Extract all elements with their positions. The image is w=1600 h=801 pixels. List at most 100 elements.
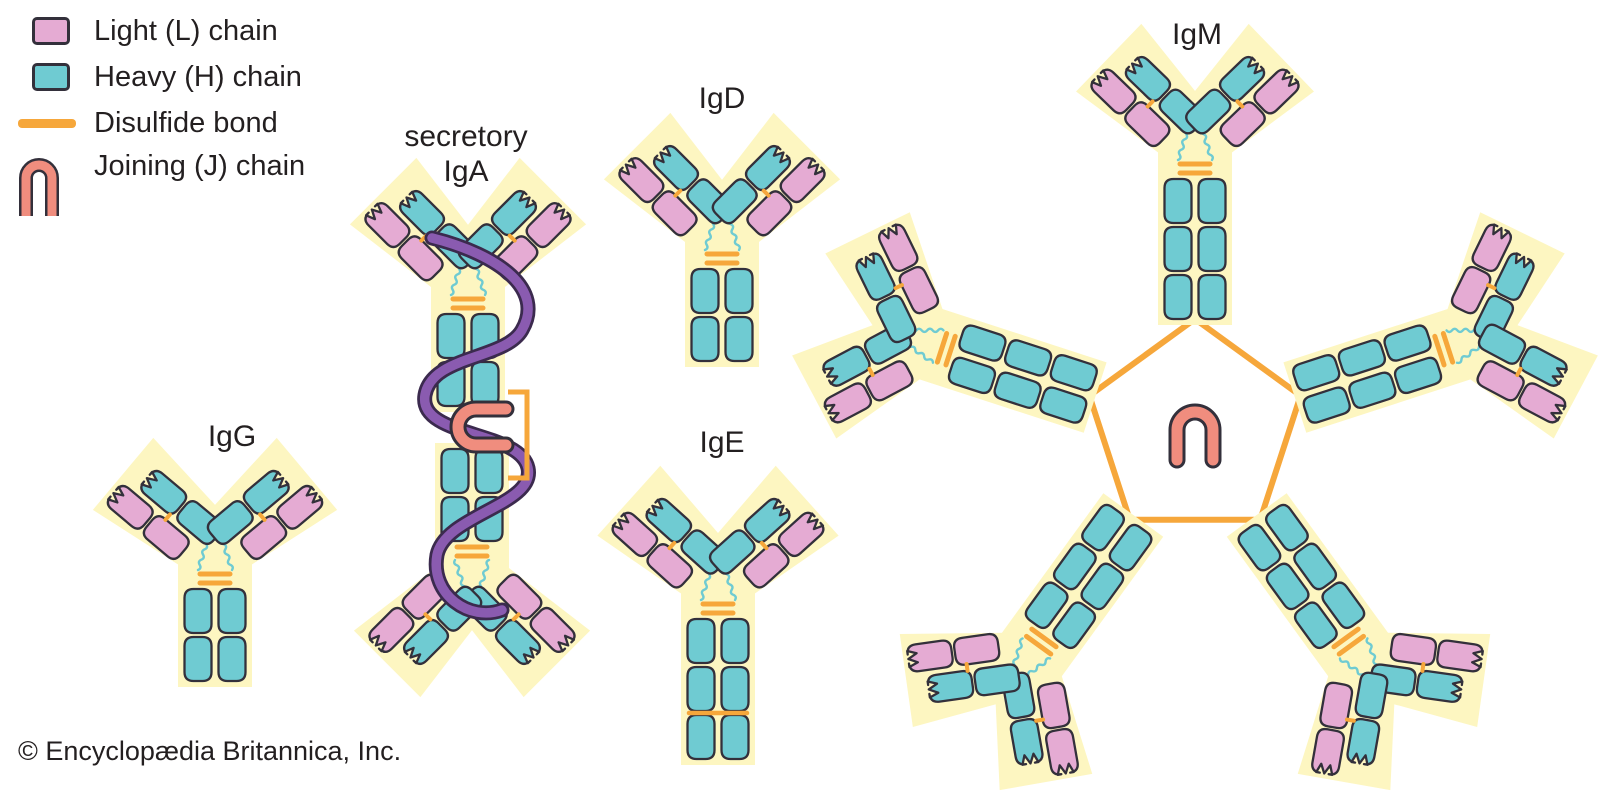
heavy-chain-domain [1052, 601, 1097, 650]
heavy-chain-domain [1081, 503, 1125, 552]
igm-ring-disulfide-bonds [1086, 316, 1304, 523]
j-chain [449, 400, 515, 454]
light-chain-domain [611, 511, 659, 558]
heavy-chain-domain [1346, 717, 1381, 766]
legend: Light (L) chain Heavy (H) chain Disulfid… [16, 12, 305, 230]
heavy-chain-domain [645, 497, 693, 544]
heavy-chain-domain [398, 190, 446, 237]
heavy-chain-domain [690, 267, 720, 315]
heavy-chain-domain [855, 252, 896, 301]
heavy-chain-domain [1354, 671, 1389, 720]
light-chain-swatch-icon [32, 17, 70, 45]
legend-label-heavy-chain: Heavy (H) chain [94, 60, 302, 93]
light-chain-domain [1124, 101, 1171, 148]
heavy-chain-domain [1302, 386, 1351, 424]
light-chain-domain [397, 235, 444, 282]
antibody-igd [603, 112, 841, 367]
heavy-chain-domain [470, 360, 500, 408]
light-chain-domain [525, 202, 572, 249]
heavy-chain-domain [1052, 542, 1097, 591]
light-chain-domain [865, 360, 914, 402]
antibody-monomer [353, 443, 591, 698]
fab-arm [855, 223, 940, 344]
light-chain-domain [779, 157, 826, 204]
light-chain-domain [1219, 101, 1266, 148]
label-igd: IgD [698, 82, 746, 115]
heavy-chain-domain [875, 294, 917, 344]
fab-arm [1476, 323, 1568, 424]
heavy-chain-domain [993, 371, 1042, 409]
fab-arm [1185, 55, 1300, 148]
heavy-chain-domain [490, 190, 538, 237]
light-chain-domain [1517, 382, 1567, 424]
joining-chain-icon [19, 158, 59, 216]
light-chain-domain [1311, 727, 1345, 776]
j-chain [1168, 403, 1222, 469]
heavy-chain-domain [1197, 177, 1227, 225]
antibody-igg [92, 437, 338, 687]
legend-label-disulfide-bond: Disulfide bond [94, 106, 278, 139]
heavy-chain-domain [1009, 717, 1044, 766]
heavy-chain-domain [720, 665, 750, 713]
legend-row-disulfide-bond: Disulfide bond [16, 104, 305, 142]
heavy-chain-domain [958, 324, 1007, 362]
heavy-chain-domain [1494, 252, 1535, 301]
antibody-monomer [792, 212, 1107, 439]
label-ige: IgE [699, 426, 745, 459]
heavy-chain-domain [926, 669, 975, 703]
light-chain-domain [1036, 681, 1071, 730]
heavy-chain-domain [206, 500, 254, 545]
light-chain-domain [1476, 360, 1525, 402]
heavy-chain-domain [1218, 55, 1266, 102]
heavy-chain-domain [744, 145, 792, 192]
heavy-chain-domain [1049, 354, 1098, 392]
heavy-chain-domain [686, 713, 716, 761]
light-chain-domain [1436, 639, 1484, 673]
antibody-igm [792, 23, 1598, 791]
heavy-chain-domain [822, 345, 871, 387]
heavy-chain-domain [1293, 542, 1338, 591]
light-chain-domain [142, 515, 190, 560]
heavy-chain-domain [242, 469, 290, 515]
legend-row-heavy-chain: Heavy (H) chain [16, 58, 305, 96]
heavy-chain-domain [724, 267, 754, 315]
antibody-iga [349, 157, 591, 698]
heavy-chain-domain [652, 145, 700, 192]
heavy-chain-domain [1108, 523, 1153, 572]
light-chain-domain [496, 573, 543, 620]
label-igg: IgG [207, 420, 257, 453]
heavy-chain-domain [1197, 225, 1227, 273]
heavy-chain-domain [183, 635, 213, 683]
heavy-chain-domain [708, 529, 756, 575]
legend-row-joining-chain: Joining (J) chain [16, 150, 305, 222]
heavy-chain-domain [1197, 273, 1227, 321]
light-chain-domain [823, 382, 873, 424]
light-chain-domain [898, 265, 940, 315]
antibody-monomer [1076, 23, 1314, 325]
heavy-chain-domain [1039, 386, 1088, 424]
heavy-chain-domain [690, 315, 720, 363]
light-chain-domain [364, 202, 411, 249]
light-chain-domain [878, 223, 919, 273]
heavy-chain-domain [474, 447, 504, 495]
heavy-chain-domain [1415, 669, 1464, 703]
heavy-chain-domain [973, 663, 1021, 697]
heavy-chain-domain [1124, 55, 1172, 102]
heavy-chain-domain [743, 497, 791, 544]
heavy-chain-domain [1519, 345, 1568, 387]
fab-arm [1001, 671, 1079, 776]
light-chain-domain [1389, 632, 1438, 666]
antibody-monomer [597, 465, 839, 765]
label-secretory-iga: secretory IgA [404, 120, 528, 188]
fab-arm [906, 632, 1021, 703]
heavy-chain-domain [947, 356, 997, 395]
heavy-chain-domain [436, 312, 466, 360]
heavy-chain-domain [140, 469, 188, 515]
light-chain-domain [746, 190, 793, 237]
antibody-monomer [899, 493, 1164, 791]
fab-arm [708, 497, 825, 589]
heavy-chain-domain [711, 178, 758, 225]
antibody-monomer [92, 437, 338, 687]
